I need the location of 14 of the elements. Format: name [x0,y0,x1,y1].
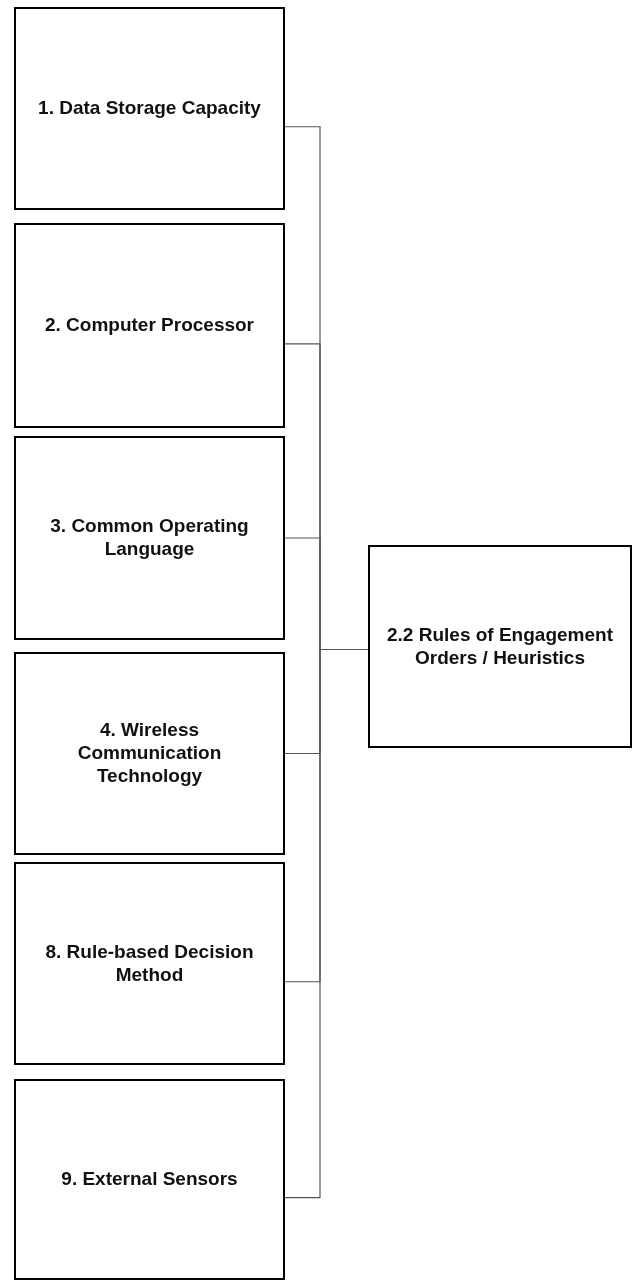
box-label: 2. Computer Processor [44,314,255,337]
text-box [14,652,285,855]
box-label: 2.2 Rules of Engagement Orders / Heuristics [386,623,614,670]
box-label: 1. Data Storage Capacity [38,97,261,120]
text-box [14,1079,285,1280]
box-label: 8. Rule-based Decision Method [44,940,255,987]
text-box [14,436,285,640]
box-label: 3. Common Operating Language [49,515,250,561]
text-box [368,545,632,748]
box-label: 9. External Sensors [61,1168,238,1191]
box-label: 4. Wireless Communication Technology [76,719,223,788]
text-box [14,223,285,428]
text-box [14,7,285,210]
text-box [14,862,285,1065]
